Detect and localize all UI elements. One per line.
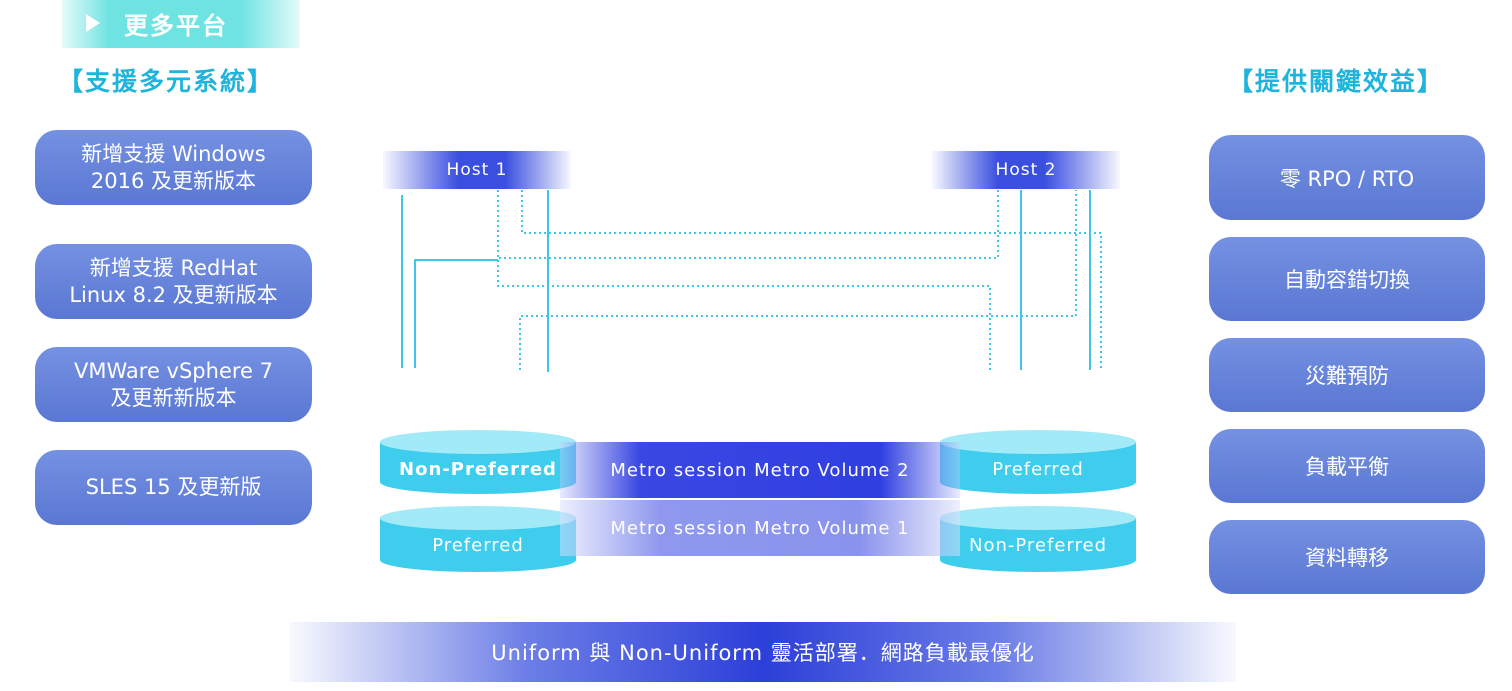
benefit-zero-rpo-rto: 零 RPO / RTO [1209,135,1485,220]
pill-line: SLES 15 及更新版 [85,475,262,499]
system-support-vmware: VMWare vSphere 7 及更新新版本 [35,347,312,422]
system-support-redhat: 新增支援 RedHat Linux 8.2 及更新版本 [35,244,312,319]
benefit-label: 資料轉移 [1305,546,1389,570]
more-platforms-tab[interactable]: 更多平台 [62,0,300,48]
pill-line: 新增支援 RedHat [89,255,258,280]
path-dotted-2 [521,190,1102,370]
benefit-label: 零 RPO / RTO [1279,166,1415,191]
host1-link-b [414,259,498,368]
benefit-disaster-prevention: 災難預防 [1209,338,1485,412]
footer-banner: Uniform 與 Non-Uniform 靈活部署．網路負載最優化 [290,622,1236,682]
left-top-volume-label: Non-Preferred [399,459,557,480]
right-top-volume-label: Preferred [992,459,1084,480]
metro-session-volume-2: Metro session Metro Volume 2 [560,442,960,498]
left-bottom-volume-label: Preferred [432,535,524,556]
pill-line: VMWare vSphere 7 [74,358,273,383]
right-bottom-volume-cylinder [940,506,1136,572]
play-arrow-icon [86,14,100,32]
benefit-label: 災難預防 [1305,364,1389,388]
right-bottom-volume-label: Non-Preferred [969,535,1107,556]
benefit-auto-failover: 自動容錯切換 [1209,237,1485,321]
system-support-sles: SLES 15 及更新版 [35,450,312,525]
pill-line: Linux 8.2 及更新版本 [69,282,278,307]
host-2-label: Host 2 [932,151,1120,189]
benefit-data-migration: 資料轉移 [1209,520,1485,594]
path-dotted-1 [497,190,991,370]
metro-session-volume-1: Metro session Metro Volume 1 [560,500,960,556]
path-dotted-3 [498,190,999,259]
left-top-volume-cylinder [380,430,576,494]
left-bottom-volume-cylinder [380,506,576,572]
benefit-label: 負載平衡 [1305,455,1389,479]
more-platforms-label: 更多平台 [124,12,228,40]
right-section-title: 【提供關鍵效益】 [1228,67,1445,96]
pill-line: 及更新新版本 [110,385,237,410]
pill-line: 新增支援 Windows [81,141,266,166]
benefit-load-balance: 負載平衡 [1209,429,1485,503]
host-1-label: Host 1 [383,151,571,189]
pill-line: 2016 及更新版本 [90,168,257,193]
benefit-label: 自動容錯切換 [1284,268,1410,292]
path-dotted-4 [519,190,1077,370]
system-support-windows: 新增支援 Windows 2016 及更新版本 [35,130,312,205]
left-section-title: 【支援多元系統】 [58,67,275,96]
right-top-volume-cylinder [940,430,1136,494]
